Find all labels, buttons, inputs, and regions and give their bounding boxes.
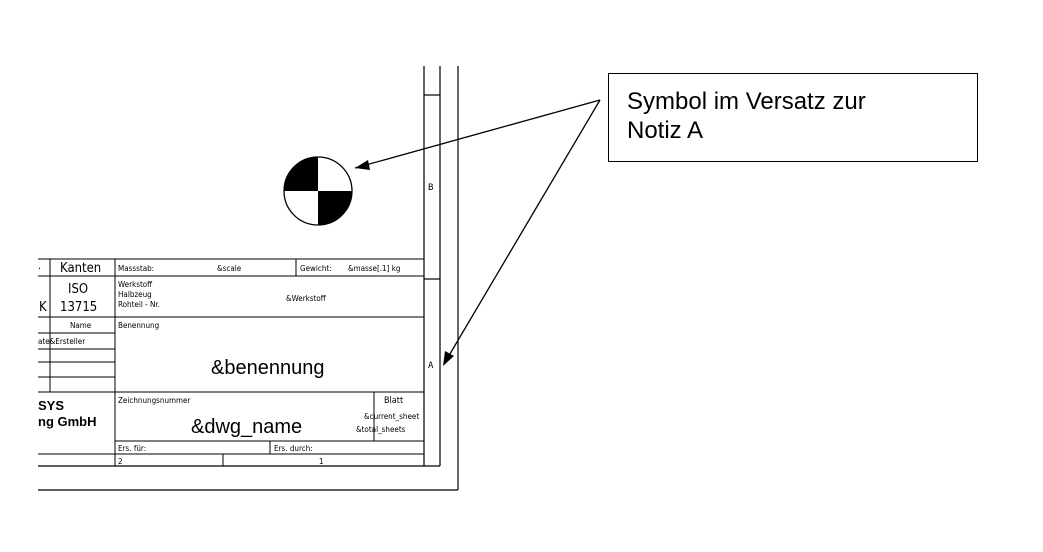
company-line-2: ng GmbH [38,414,97,429]
scale-value: &scale [217,264,242,273]
cog-quadrant-top-left [284,157,318,191]
company-line-1: SYS [38,398,64,413]
ers-durch-label: Ers. durch: [274,444,313,453]
leader-to-zone-a [443,99,601,365]
arrowhead-symbol [355,160,370,170]
kanten-iso: ISO [68,282,88,297]
callout-note-box: Symbol im Versatz zur Notiz A [608,73,978,162]
ersteller-label: ate&Ersteller [38,337,85,346]
leader-to-symbol [354,99,601,169]
drawing-frame [38,66,459,491]
gewicht-label: Gewicht: [300,264,332,273]
kanten-number: 13715 [60,300,97,315]
kanten-k: K [39,300,47,315]
dwg-name: &dwg_name [191,416,302,438]
ers-durch-value: 1 [319,457,324,466]
name-label: Name [70,321,92,330]
kanten-header: Kanten [60,261,101,276]
werkstoff-label: Werkstoff [118,280,153,289]
cog-quadrant-bottom-right [318,191,352,225]
callout-text-line-1: Symbol im Versatz zur [627,88,866,115]
center-of-gravity-symbol [283,156,353,226]
halbzeug-label: Halbzeug [118,290,152,299]
rohteil-label: Rohteil - Nr. [118,300,160,309]
gewicht-value: &masse[.1] kg [348,264,400,273]
werkstoff-value: &Werkstoff [286,294,327,303]
title-block-grid [38,258,424,466]
arrowhead-zone-a [443,351,454,366]
current-sheet: &current_sheet [364,412,419,421]
massstab-label: Massstab: [118,264,154,273]
total-sheets: &total_sheets [356,425,406,434]
zone-label-b: B [428,183,433,193]
title-block-text: · Kanten ISO 13715 K Name ate&Ersteller … [38,261,419,466]
callout-leaders [354,99,601,365]
ers-fuer-value: 2 [118,457,123,466]
ers-fuer-label: Ers. für: [118,444,146,453]
zeichnungsnummer-label: Zeichnungsnummer [118,396,190,405]
callout-text-line-2: Notiz A [627,117,704,144]
benennung-value: &benennung [211,357,324,379]
kanten-left-dot: · [38,262,41,275]
benennung-label: Benennung [118,321,159,330]
blatt-label: Blatt [384,396,403,406]
zone-label-a: A [428,361,434,371]
